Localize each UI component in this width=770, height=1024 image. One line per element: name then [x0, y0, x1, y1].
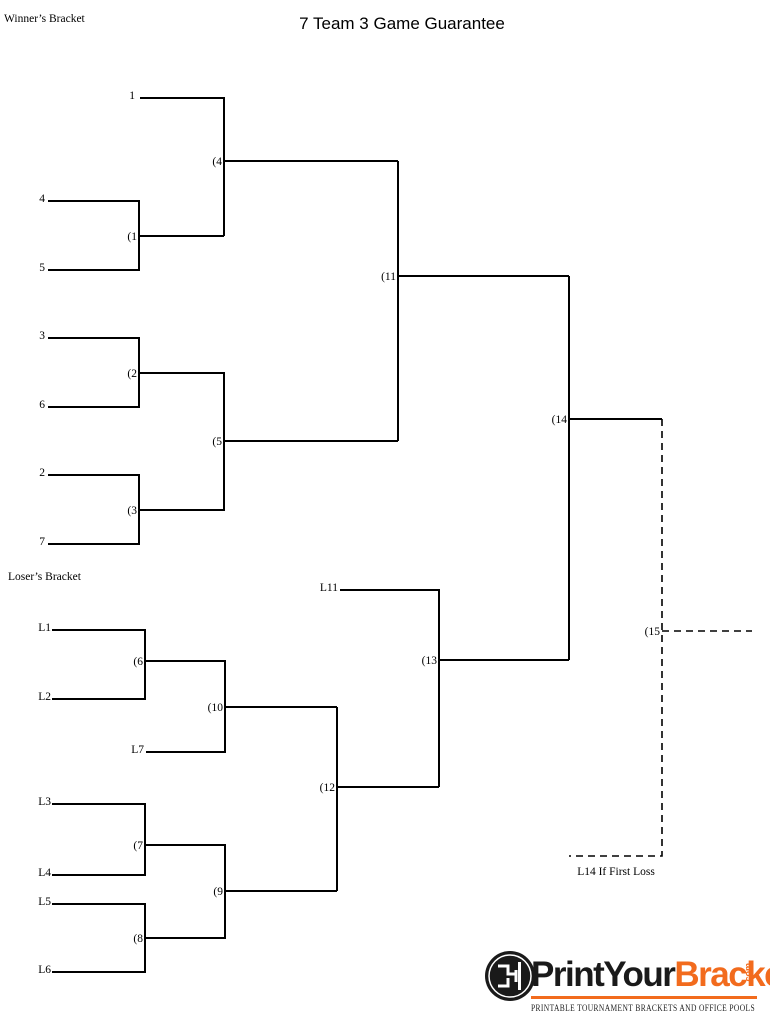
seed-4: 4 [39, 193, 45, 205]
entry-l1: L1 [38, 622, 51, 634]
seed-3: 3 [39, 330, 45, 342]
winners-bracket [48, 97, 662, 660]
brand-wordmark: PrintYourBrackets [531, 955, 770, 994]
losers-bracket-label: Loser’s Bracket [8, 571, 82, 583]
game-8-bracket [52, 903, 146, 973]
game-1-bracket [48, 200, 140, 271]
brand-domain: .com [743, 963, 753, 984]
game-5-label: (5 [212, 436, 222, 448]
game-11-label: (11 [381, 271, 396, 283]
brand-underline [531, 996, 757, 999]
entry-l5: L5 [38, 896, 51, 908]
game-2-bracket [48, 337, 140, 408]
game-4-label: (4 [212, 156, 222, 168]
seed-2: 2 [39, 467, 45, 479]
game-8-label: (8 [133, 933, 143, 945]
seed-1-line [140, 97, 225, 236]
game-1-label: (1 [127, 231, 137, 243]
printyourbrackets-logo: PrintYourBrackets .com PRINTABLE TOURNAM… [485, 951, 770, 1014]
game-9-label: (9 [213, 886, 223, 898]
game-6-label: (6 [133, 656, 143, 668]
page-title: 7 Team 3 Game Guarantee [299, 14, 505, 33]
brand-tagline: PRINTABLE TOURNAMENT BRACKETS AND OFFICE… [531, 1003, 755, 1014]
entry-l7: L7 [131, 744, 144, 756]
entry-l2: L2 [38, 691, 51, 703]
game-7-label: (7 [133, 840, 143, 852]
seed-7: 7 [39, 536, 45, 548]
game-6-bracket [52, 629, 146, 700]
game-3-bracket [48, 474, 140, 545]
game-3-label: (3 [127, 505, 137, 517]
game-14-label: (14 [552, 414, 568, 426]
losers-bracket [52, 419, 752, 973]
seed-5: 5 [39, 262, 45, 274]
bracket-emblem-icon [485, 951, 535, 1001]
game-2-label: (2 [127, 368, 137, 380]
entry-l11: L11 [320, 582, 338, 594]
seed-1: 1 [129, 90, 135, 102]
game-5-bracket [139, 372, 225, 511]
entry-l3: L3 [38, 796, 51, 808]
game-7-bracket [52, 803, 146, 876]
game-15-bracket [569, 419, 663, 857]
game-13-bracket [340, 589, 440, 787]
game-12-label: (12 [320, 782, 336, 794]
winners-bracket-label: Winner’s Bracket [4, 13, 86, 25]
entry-l6: L6 [38, 964, 51, 976]
entry-l14: L14 If First Loss [577, 866, 655, 878]
game-13-label: (13 [422, 655, 438, 667]
game-10-label: (10 [208, 702, 224, 714]
seed-6: 6 [39, 399, 45, 411]
entry-l4: L4 [38, 867, 51, 879]
game-15-label: (15 [645, 626, 661, 638]
